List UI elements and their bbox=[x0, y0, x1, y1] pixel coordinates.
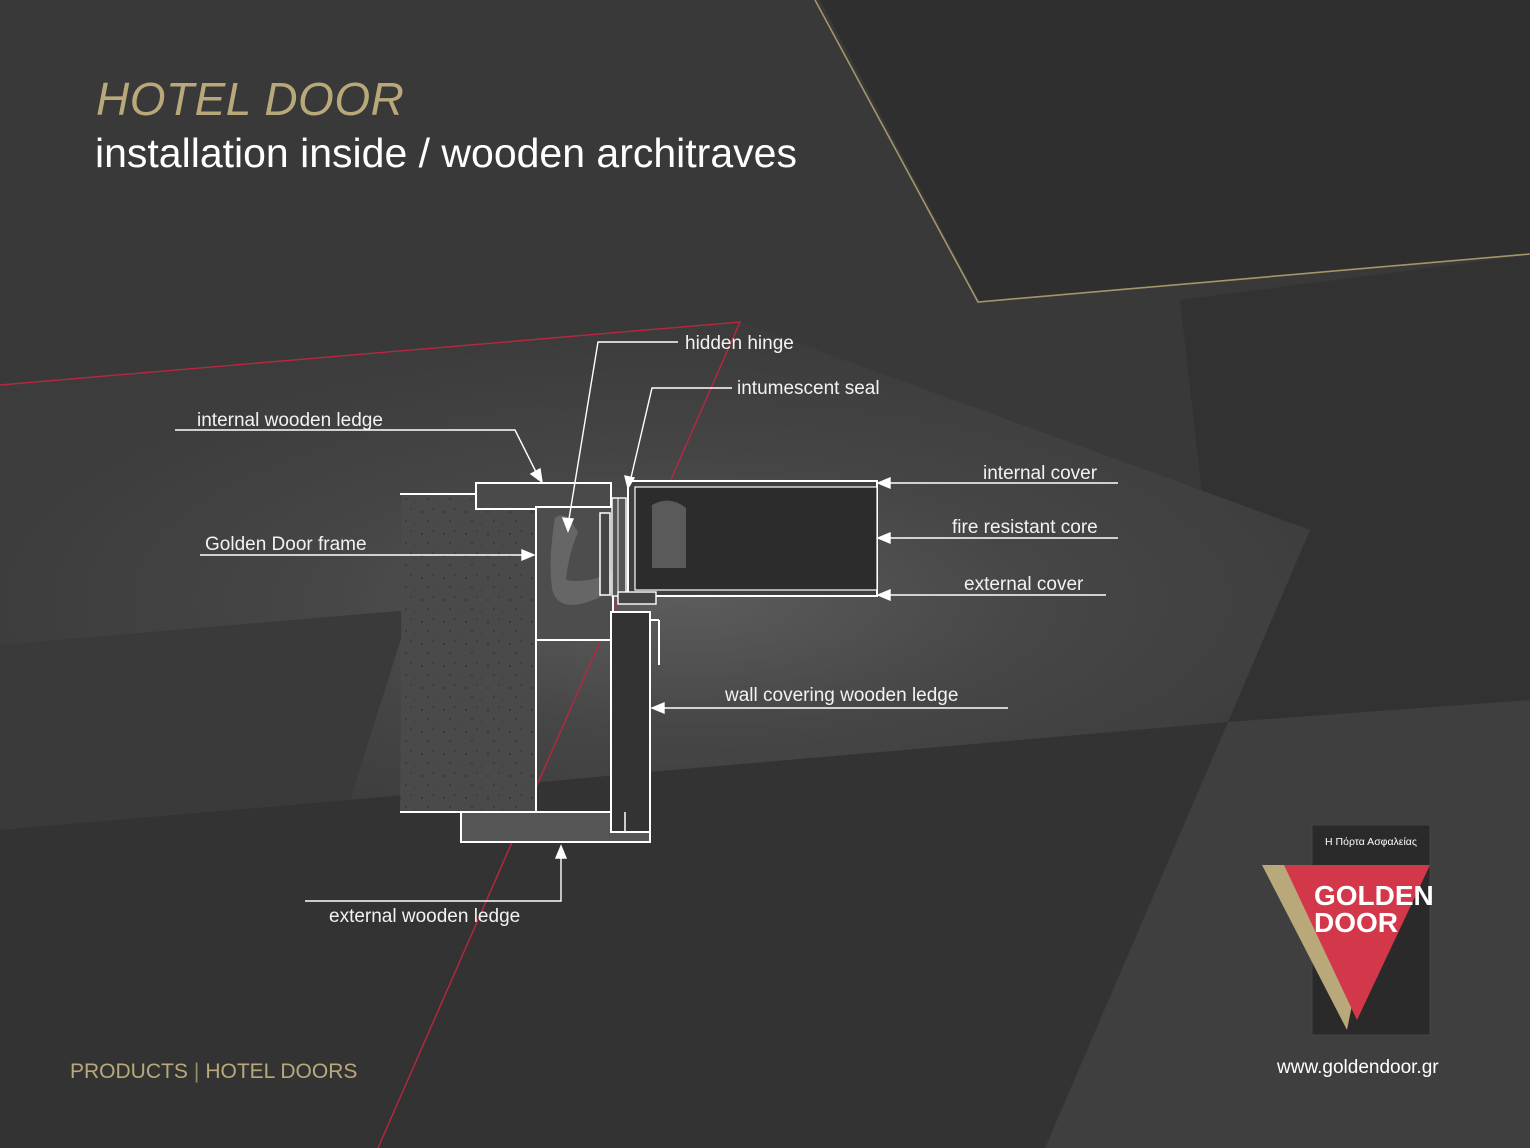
label-external-wooden-ledge: external wooden ledge bbox=[329, 906, 521, 927]
label-hidden-hinge: hidden hinge bbox=[685, 333, 794, 354]
website-link[interactable]: www.goldendoor.gr bbox=[1277, 1057, 1439, 1078]
label-external-cover: external cover bbox=[964, 574, 1084, 595]
top-right-panel bbox=[820, 0, 1530, 302]
bottom-right-panel bbox=[1045, 700, 1530, 1148]
page-title: HOTEL DOOR bbox=[96, 73, 405, 125]
label-golden-door-frame: Golden Door frame bbox=[205, 534, 367, 555]
breadcrumb-page[interactable]: HOTEL DOORS bbox=[205, 1060, 358, 1083]
breadcrumb-section[interactable]: PRODUCTS bbox=[70, 1060, 188, 1083]
logo-line1: GOLDEN bbox=[1314, 880, 1432, 911]
label-intumescent-seal: intumescent seal bbox=[737, 378, 880, 399]
breadcrumb-separator: | bbox=[193, 1060, 200, 1083]
label-wall-covering-wooden-ledge: wall covering wooden ledge bbox=[725, 685, 959, 706]
gold-accent-line bbox=[814, 0, 1530, 303]
label-internal-wooden-ledge: internal wooden ledge bbox=[197, 410, 383, 431]
leader-lines bbox=[175, 341, 1118, 902]
logo-line2: DOOR bbox=[1314, 907, 1398, 938]
red-accent-line bbox=[0, 321, 742, 1148]
page-subtitle: installation inside / wooden architraves bbox=[95, 130, 797, 176]
golden-door-logo: Η Πόρτα Ασφαλείας GOLDEN DOOR bbox=[1262, 825, 1432, 1036]
logo-tagline: Η Πόρτα Ασφαλείας bbox=[1325, 836, 1417, 848]
label-fire-resistant-core: fire resistant core bbox=[952, 517, 1098, 538]
door-section-drawing bbox=[400, 480, 878, 843]
footer-breadcrumb: PRODUCTS|HOTEL DOORS bbox=[70, 1060, 357, 1084]
label-internal-cover: internal cover bbox=[983, 463, 1098, 484]
